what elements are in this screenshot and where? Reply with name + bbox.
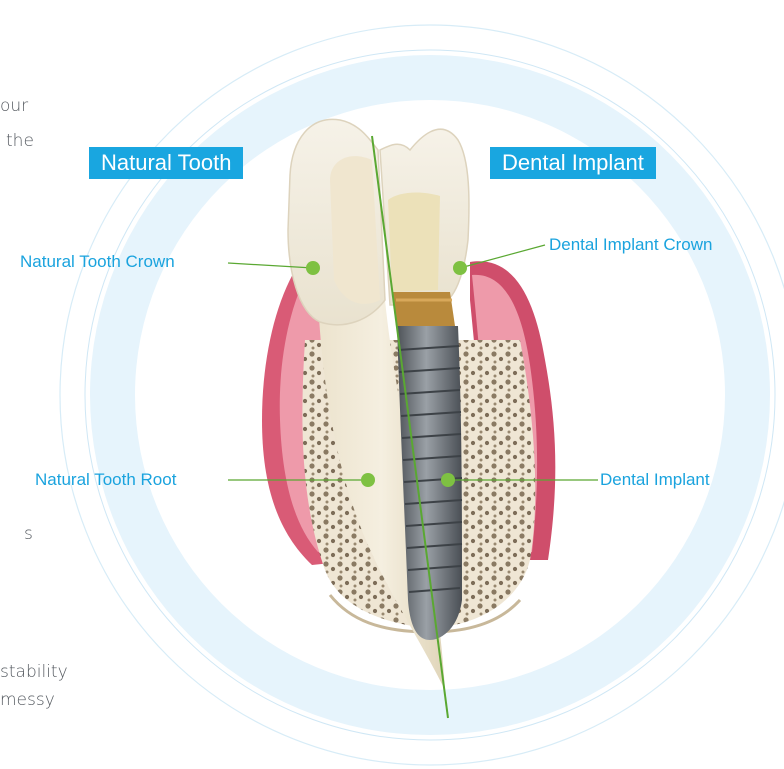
label-dental-implant-crown: Dental Implant Crown <box>549 235 712 255</box>
natural-tooth-tag: Natural Tooth <box>89 147 243 179</box>
abutment <box>393 292 455 326</box>
marker-implant-crown <box>453 261 467 275</box>
label-natural-tooth-crown: Natural Tooth Crown <box>20 252 175 272</box>
label-natural-tooth-root: Natural Tooth Root <box>35 470 176 490</box>
dental-implant-tag: Dental Implant <box>490 147 656 179</box>
marker-natural-root <box>361 473 375 487</box>
label-dental-implant: Dental Implant <box>600 470 710 490</box>
marker-implant <box>441 473 455 487</box>
marker-natural-crown <box>306 261 320 275</box>
